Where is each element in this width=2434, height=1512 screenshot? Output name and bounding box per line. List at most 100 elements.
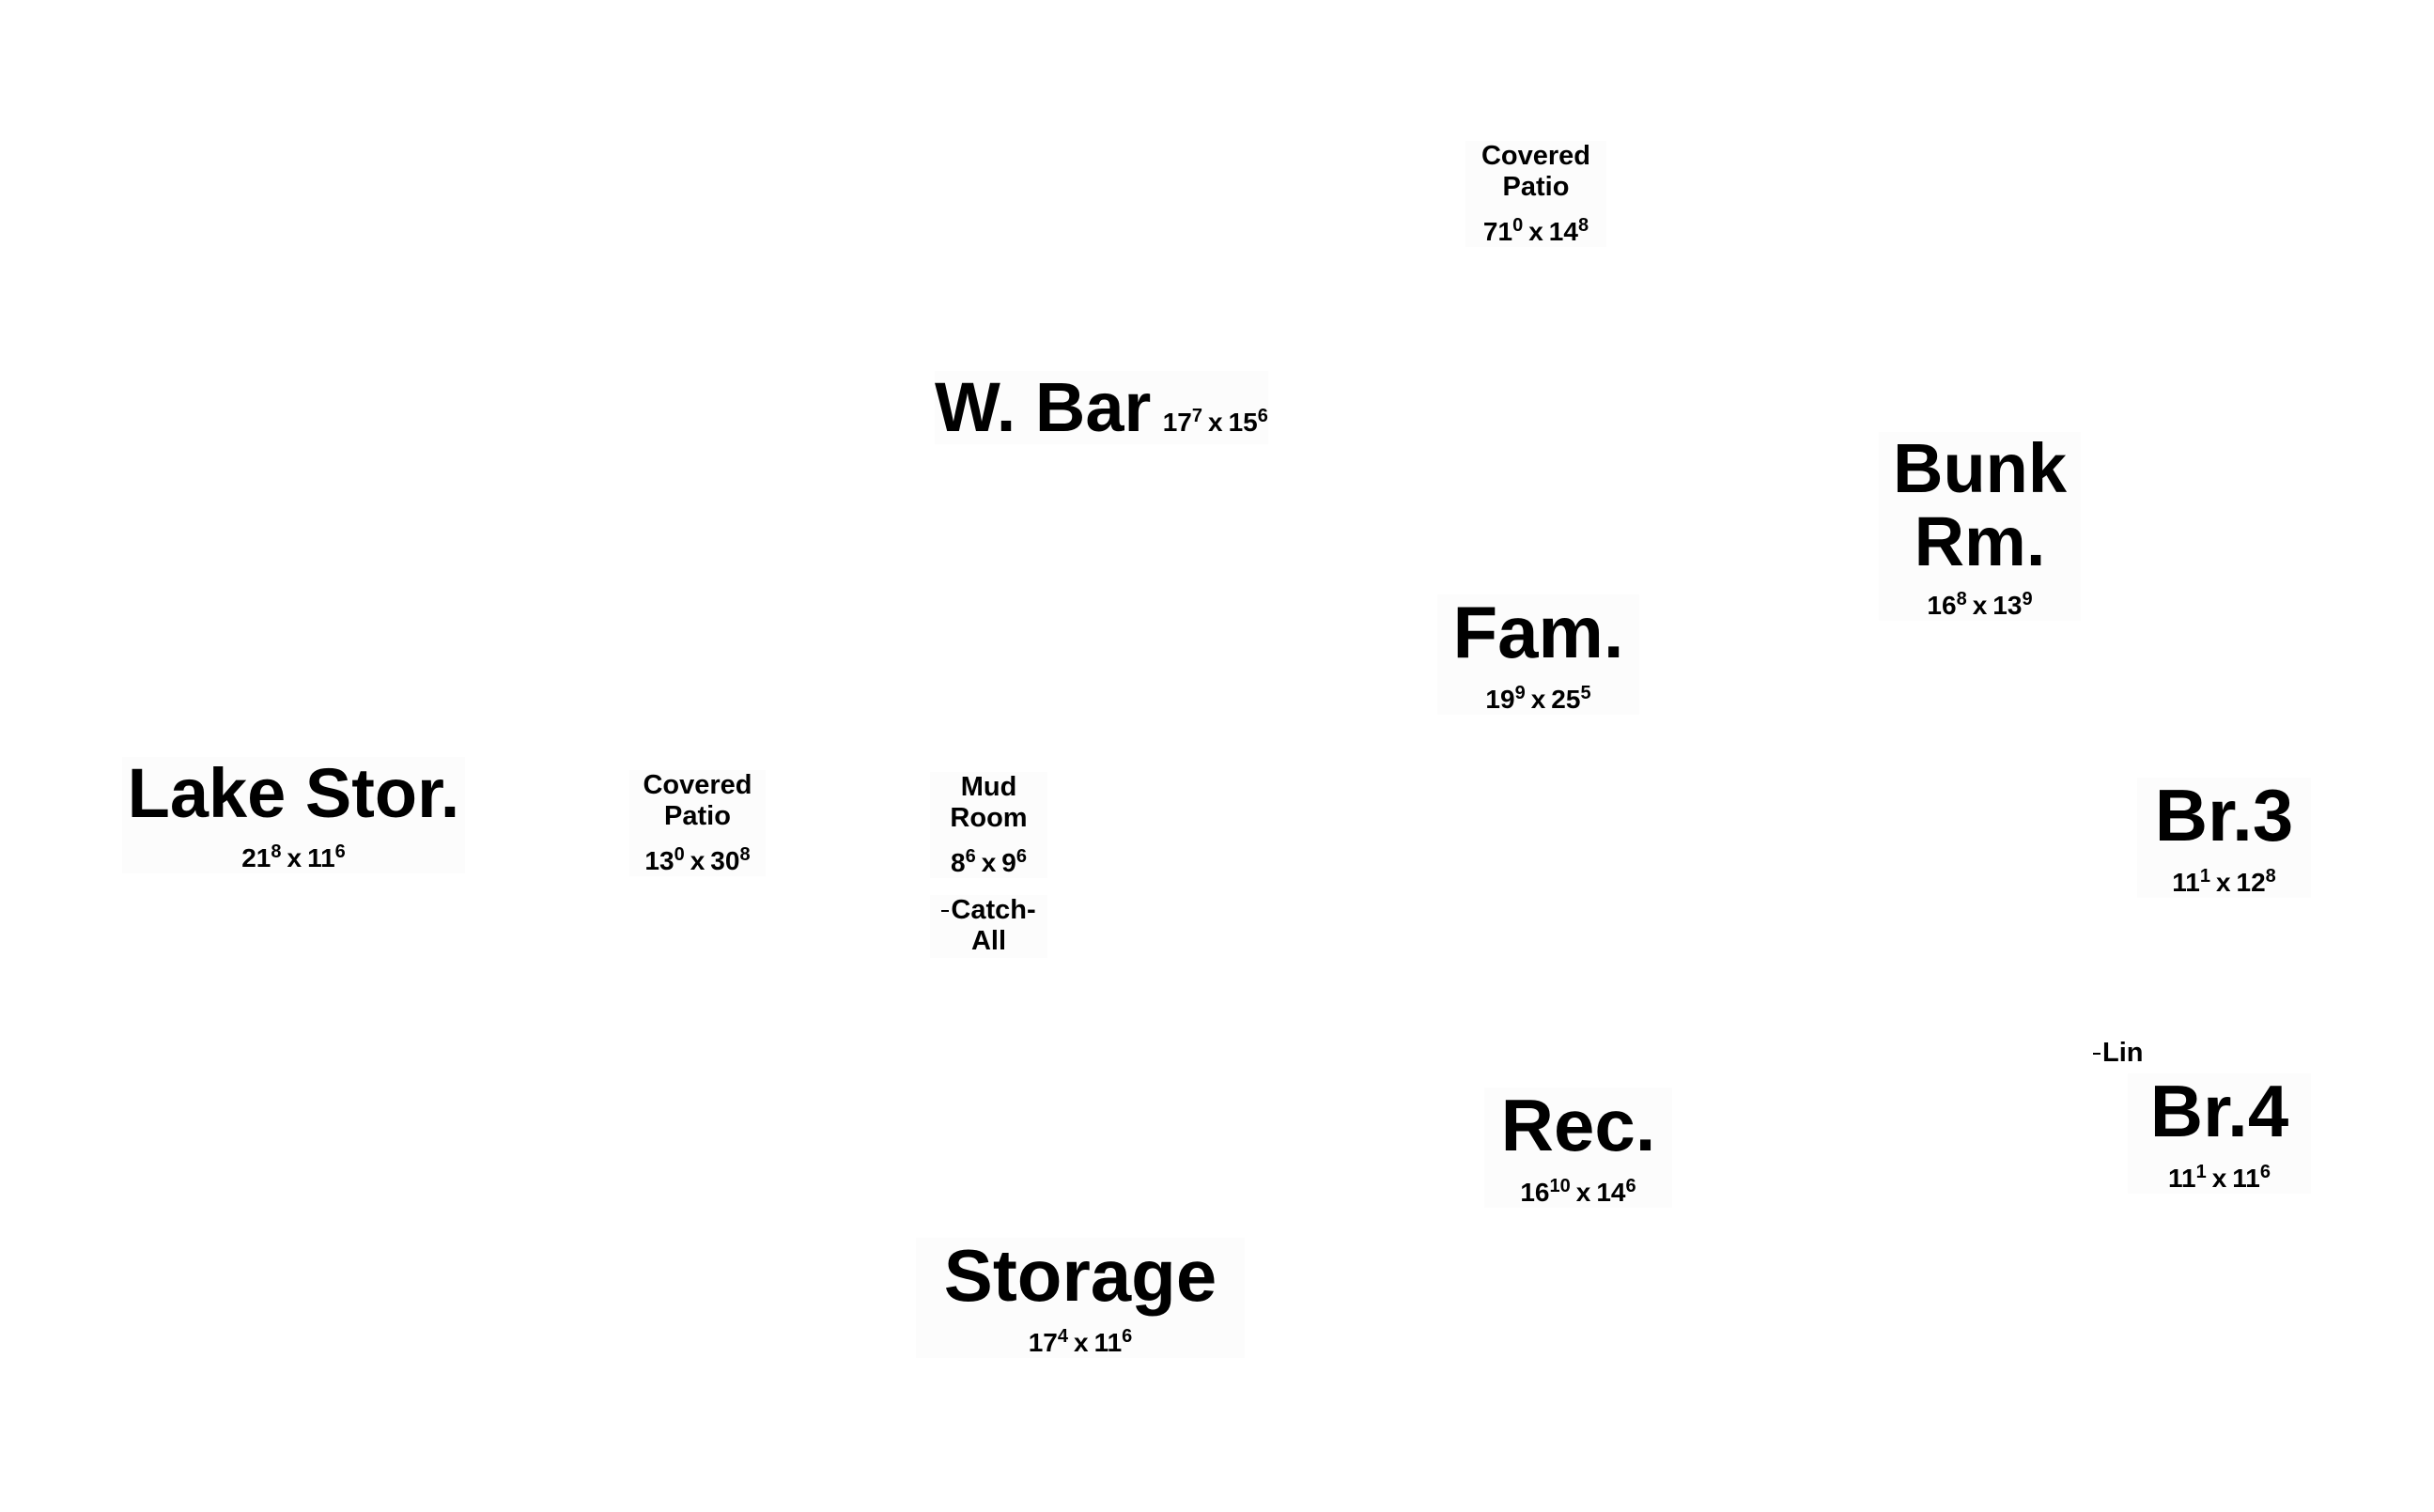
dim-length-in: 9 [2022,589,2033,610]
room-name: W. Bar [935,368,1152,446]
dim-width-ft: 17 [1162,408,1192,437]
room-name: Fam. [1452,591,1624,673]
dim-width-in: 8 [271,841,282,862]
dim-length-in: 8 [2265,865,2276,887]
room-name: Catch- All [930,895,1047,958]
room-lin: Lin [2093,1038,2144,1069]
dim-length-ft: 14 [1548,216,1578,246]
dim-length-ft: 9 [1001,847,1016,877]
dim-width-ft: 17 [1028,1327,1058,1357]
dim-length-ft: 12 [2236,867,2266,897]
dim-length-ft: 25 [1551,684,1581,714]
dim-width-in: 6 [965,845,976,867]
room-name-line2: All [970,926,1007,957]
room-name-line1: Covered [1481,141,1591,171]
dim-separator: x [1530,684,1546,714]
room-name: Covered Patio [1465,141,1606,204]
room-name: Bunk Rm. [1879,432,2081,578]
room-name-line2: Patio [1502,172,1570,203]
dim-separator: x [1208,408,1223,437]
dim-length-in: 8 [1577,214,1589,236]
room-catch-all: Catch- All [930,895,1047,958]
room-name-line1: Covered [643,770,752,800]
room-name: Covered Patio [629,770,766,833]
dim-length-in: 6 [1015,845,1027,867]
room-name: Lin [2102,1038,2144,1068]
dim-width-ft: 8 [951,847,966,877]
dim-width-ft: 11 [2167,1163,2196,1193]
dim-width-in: 7 [1191,406,1203,426]
dim-width-ft: 21 [241,842,271,872]
room-name-line2: Room [950,803,1028,834]
dim-length-ft: 14 [1596,1177,1626,1207]
room-name-line2: Patio [664,801,731,832]
dim-width-in: 4 [1057,1325,1068,1347]
room-name: Br.3 [2154,774,2294,856]
dim-width-ft: 71 [1482,216,1513,246]
dim-separator: x [1073,1327,1089,1357]
dim-width-ft: 16 [1927,591,1957,621]
dim-width-in: 10 [1549,1175,1571,1196]
dim-width-in: 0 [1512,214,1524,236]
dim-width-in: 9 [1514,682,1526,703]
dim-width-in: 8 [1956,589,1967,610]
room-name: Rec. [1500,1084,1656,1166]
dim-length-ft: 11 [2232,1163,2260,1193]
room-name-line2: Rm. [1914,501,2046,580]
room-name: Br.4 [2149,1070,2289,1152]
dim-length-in: 5 [1580,682,1591,703]
dim-separator: x [1528,216,1543,246]
room-name-line1: Bunk [1893,429,2067,507]
dim-length-in: 6 [334,841,346,862]
room-name-line1: Catch- [951,895,1036,925]
room-name-line1: Mud [960,772,1017,802]
dim-length-in: 6 [1625,1175,1636,1196]
dim-length-ft: 30 [710,845,740,875]
dim-separator: x [2211,1163,2227,1193]
room-name: Mud Room [930,772,1047,835]
dim-width-in: 1 [2199,865,2210,887]
dim-length-in: 6 [2259,1161,2271,1182]
dim-separator: x [981,847,997,877]
dim-length-in: 8 [739,843,751,865]
room-name: Lake Stor. [127,754,460,832]
dim-width-ft: 16 [1520,1177,1550,1207]
wall-tick [2093,1053,2101,1056]
dim-separator: x [287,842,302,872]
dim-width-ft: 11 [2172,867,2200,897]
dim-length-ft: 11 [307,842,335,872]
dim-separator: x [1575,1177,1591,1207]
dim-width-ft: 19 [1485,684,1515,714]
dim-separator: x [690,845,705,875]
dim-length-ft: 15 [1228,408,1258,437]
dim-width-ft: 13 [644,845,674,875]
room-name: Storage [943,1234,1217,1317]
wall-tick [941,910,950,913]
dim-length-in: 6 [1122,1325,1133,1347]
dim-width-in: 0 [674,843,685,865]
dim-width-in: 1 [2195,1161,2207,1182]
dim-length-in: 6 [1257,406,1268,426]
